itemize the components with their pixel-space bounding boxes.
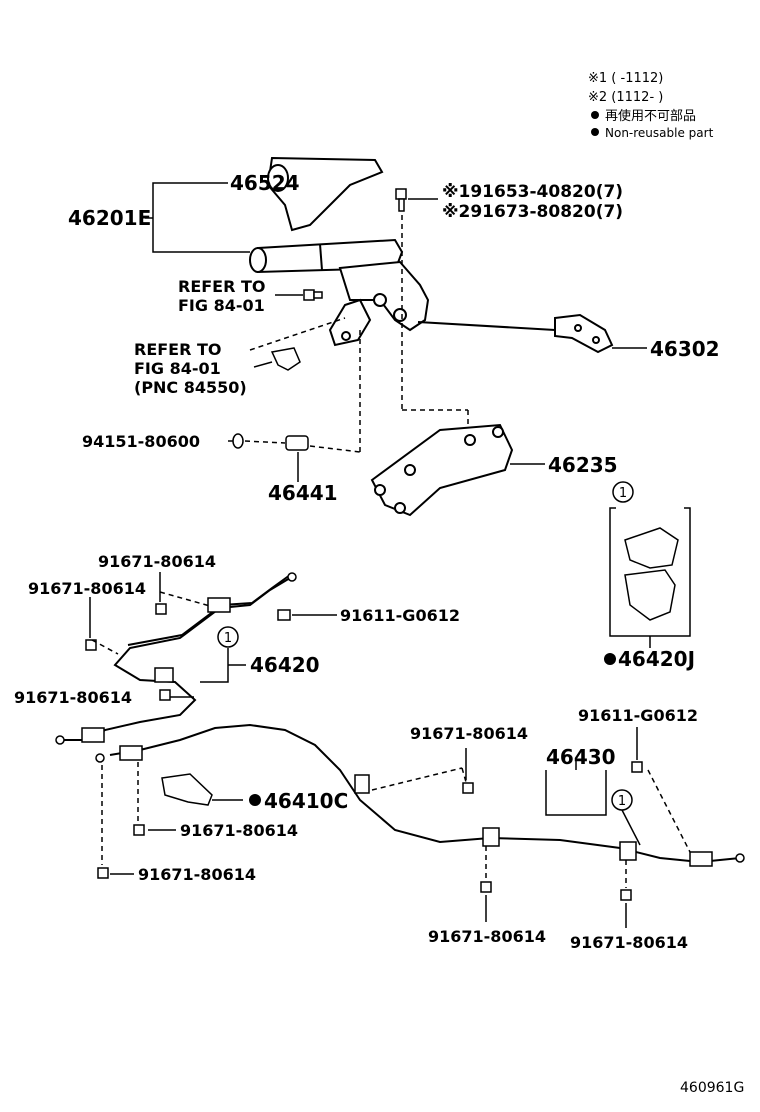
label-46430: 46430 [546, 745, 616, 769]
inset-part-drawing [624, 527, 679, 621]
label-46201E: 46201E [68, 206, 151, 230]
label-46420J: 46420J [618, 647, 695, 671]
label-91671-g: 91671-80614 [428, 927, 546, 946]
label-refer1-b: FIG 84-01 [178, 296, 265, 315]
legend-note-1: ※1 ( -1112) [588, 71, 663, 86]
circle-marker-2-text: 1 [224, 631, 232, 646]
clip-refer-drawing [270, 347, 301, 371]
clip-46410C-drawing [161, 773, 213, 806]
legend-jp: 再使用不可部品 [605, 108, 696, 124]
bolt-91653-drawing [395, 188, 407, 212]
pin-46441-drawing [285, 435, 309, 451]
label-91671-c: 91671-80614 [14, 688, 132, 707]
label-46420: 46420 [250, 653, 320, 677]
dot-46410C [249, 794, 261, 806]
nut-94151-drawing [232, 433, 244, 449]
label-refer2-b: FIG 84-01 [134, 359, 221, 378]
circle-marker-2 [217, 626, 239, 648]
legend-dot-2 [591, 128, 599, 136]
circle-marker-1 [612, 481, 634, 503]
legend-dot-1 [591, 111, 599, 119]
circle-marker-1-text: 1 [619, 486, 627, 501]
label-91671-h: 91671-80614 [570, 933, 688, 952]
label-bolt-91673: ※291673-80820(7) [442, 202, 623, 222]
label-91671-b: 91671-80614 [28, 579, 146, 598]
label-91671-f: 91671-80614 [138, 865, 256, 884]
legend-note-2: ※2 (1112- ) [588, 90, 663, 105]
label-refer2-c: (PNC 84550) [134, 378, 247, 397]
label-91611-b: 91611-G0612 [578, 706, 698, 725]
label-46410C: 46410C [264, 789, 348, 813]
label-46524: 46524 [230, 171, 300, 195]
lower-dash-leaders [91, 591, 691, 888]
label-46235: 46235 [548, 453, 618, 477]
dot-46420J [604, 653, 616, 665]
label-refer2-a: REFER TO [134, 340, 222, 359]
cable-46302-drawing [417, 313, 614, 354]
label-94151: 94151-80600 [82, 432, 200, 451]
bolt-refer-drawing [303, 289, 323, 301]
legend-en: Non-reusable part [605, 126, 714, 140]
label-91671-a: 91671-80614 [98, 552, 216, 571]
lever-cover-drawing [266, 156, 384, 232]
cable-fittings-drawing [55, 572, 745, 867]
figure-number: 460961G [680, 1080, 744, 1096]
label-refer1-a: REFER TO [178, 277, 266, 296]
label-46302: 46302 [650, 337, 720, 361]
lower-leaders [89, 572, 638, 928]
circle-marker-3-text: 1 [618, 794, 626, 809]
label-bolt-91653: ※191653-40820(7) [442, 182, 623, 202]
label-46441: 46441 [268, 481, 338, 505]
bracket-46235-drawing [370, 423, 514, 517]
label-91671-e: 91671-80614 [180, 821, 298, 840]
label-91671-d: 91671-80614 [410, 724, 528, 743]
lower-bolts-drawing [85, 603, 643, 901]
label-91611-a: 91611-G0612 [340, 606, 460, 625]
lever-handle-drawing [249, 238, 430, 347]
